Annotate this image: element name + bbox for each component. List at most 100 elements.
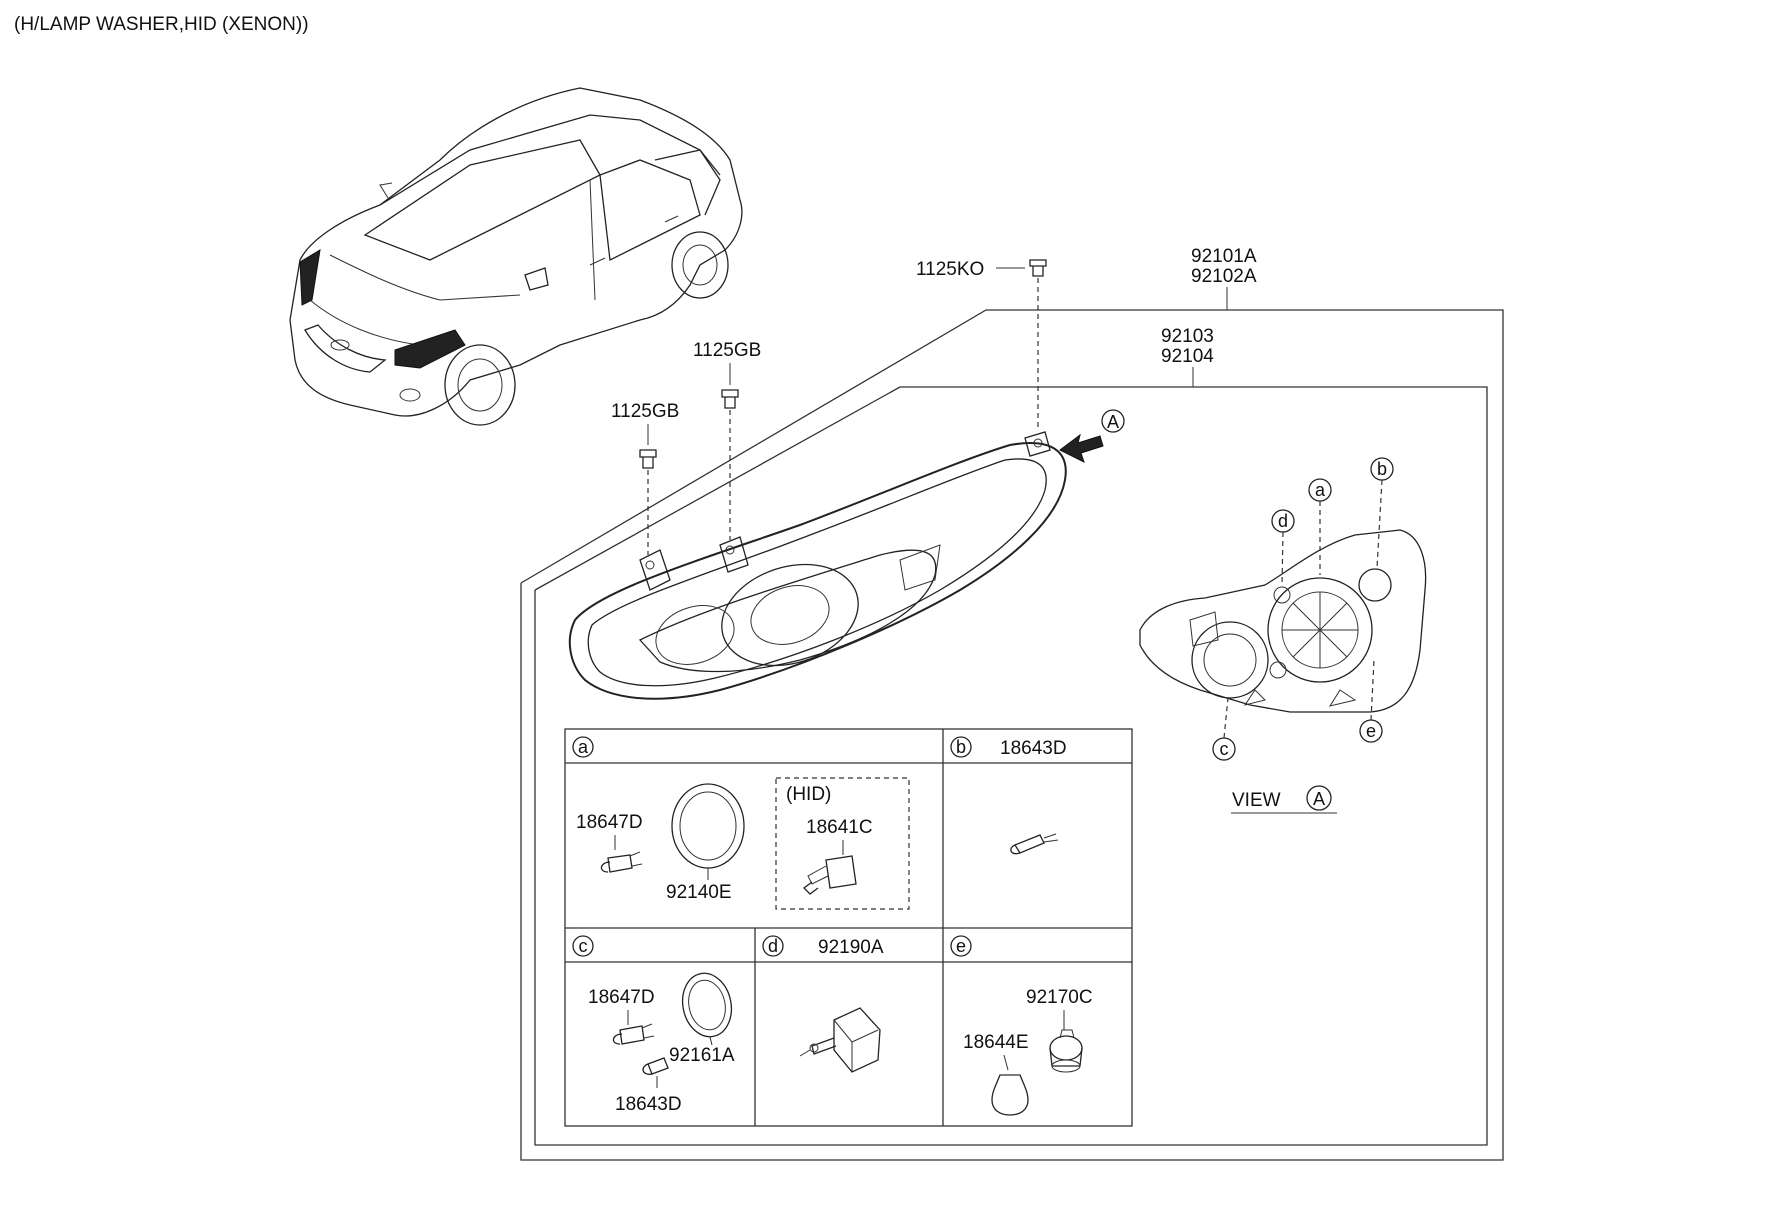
car-side-mirror (524, 267, 549, 291)
rear-socket-left-inner (1203, 633, 1257, 687)
detail-table (564, 728, 1133, 1127)
callout-e-leader (1370, 659, 1375, 721)
callout-d-leader (1281, 531, 1284, 587)
car-door-line (589, 179, 596, 301)
cell-b: b 18643D (950, 736, 1067, 855)
headlamp-assembly (568, 431, 1067, 700)
bulb-h7-a (600, 851, 643, 873)
label-1125ko: 1125KO (916, 259, 984, 280)
cell-a-circle (572, 736, 594, 758)
cell-a: a 18647D 92140E (HID) 18641C (572, 736, 910, 910)
assembly-box-inner-diagonal (534, 386, 901, 591)
label-92190a: 92190A (818, 937, 884, 958)
label-92161a: 92161A (669, 1045, 735, 1066)
mount-hole-left (645, 560, 655, 570)
callout-d: d (1271, 509, 1295, 587)
cell-c: c 18647D 92161A 18643D (572, 935, 735, 1115)
leader-18644e (1003, 1054, 1009, 1071)
callout-e-letter: e (1366, 721, 1376, 741)
bolt-1125ko (1029, 259, 1047, 430)
label-92104: 92104 (1161, 346, 1214, 367)
rear-socket-main-outer (1267, 577, 1373, 683)
bolt-1125gb-top (721, 389, 739, 540)
cell-c-letter: c (579, 936, 588, 956)
view-a-arrow-letter: A (1107, 412, 1119, 432)
headlamp-lens (587, 458, 1047, 687)
view-a-word: VIEW (1232, 790, 1281, 811)
rear-connector (1189, 611, 1219, 647)
rear-clip-right (1328, 689, 1357, 707)
car-rear-wheel-hub (682, 244, 718, 286)
label-92101a: 92101A (1191, 246, 1257, 267)
headlamp-mount-tab-right (1024, 431, 1051, 457)
headlamp-mount-tab-left (639, 549, 671, 591)
arrow-icon (1059, 433, 1104, 463)
assembly-box-inner (534, 386, 1488, 1146)
label-18641c: 18641C (806, 817, 873, 838)
car-windshield (363, 139, 601, 261)
car-hood-line (329, 254, 521, 301)
hid-bulb-18641c (803, 855, 857, 895)
view-a-caption-letter: A (1313, 789, 1325, 809)
callout-a: a (1308, 478, 1332, 575)
label-92140e: 92140E (666, 882, 732, 903)
car-side-window-front (599, 159, 701, 261)
view-a-rear-lamp (1139, 529, 1427, 713)
car-rear-wheel (671, 231, 729, 299)
car-side-window-rear (654, 149, 721, 216)
label-18643d-b: 18643D (1000, 738, 1067, 759)
cell-e: e 92170C 18644E (950, 935, 1093, 1116)
callout-a-letter: a (1315, 480, 1326, 500)
car-fog-lamp (399, 388, 421, 402)
headlamp-projector-ring (721, 563, 859, 667)
callout-d-letter: d (1278, 511, 1288, 531)
headlamp-turn-signal (899, 544, 941, 591)
bulb-h7-c (612, 1023, 655, 1045)
car-illustration (289, 87, 743, 426)
callout-b: b (1370, 457, 1394, 569)
car-logo (330, 339, 350, 351)
rear-socket-d (1273, 586, 1291, 604)
callout-b-letter: b (1377, 459, 1387, 479)
headlamp-low-beam (655, 605, 735, 665)
wedge-bulb-18643d (1010, 833, 1059, 855)
label-18647d-a: 18647D (576, 812, 643, 833)
label-92102a: 92102A (1191, 266, 1257, 287)
headlamp-inner-bezel (638, 549, 937, 673)
callout-b-leader (1376, 479, 1383, 569)
view-a-caption-circle (1306, 785, 1332, 811)
cell-d-circle (762, 935, 784, 957)
label-1125gb-top: 1125GB (693, 340, 761, 361)
car-body-outline (289, 87, 743, 417)
bulb-18644e (991, 1074, 1029, 1116)
socket-92170c (1049, 1029, 1083, 1073)
view-a-arrow-circle (1101, 409, 1125, 433)
headlamp-projector-lens (750, 585, 830, 645)
view-a-arrow: A (1059, 409, 1125, 463)
headlamp-housing-outer (568, 442, 1067, 700)
assembly-box-outer (520, 309, 1504, 1161)
rear-socket-main-ribs (1282, 592, 1358, 668)
label-18643d-c: 18643D (615, 1094, 682, 1115)
cell-a-letter: a (578, 737, 589, 757)
car-front-wheel-hub (457, 358, 503, 412)
callout-c: c (1212, 697, 1236, 761)
car-headlamp-left (299, 249, 321, 306)
rear-socket-b (1358, 568, 1392, 602)
rear-socket-e (1269, 661, 1287, 679)
label-18647d-c: 18647D (588, 987, 655, 1008)
cell-b-circle (950, 736, 972, 758)
label-18644e: 18644E (963, 1032, 1029, 1053)
cell-e-letter: e (956, 936, 966, 956)
cell-e-circle (950, 935, 972, 957)
rear-socket-left-outer (1191, 621, 1269, 699)
car-grille (304, 324, 387, 373)
cell-d: d 92190A (762, 935, 884, 1073)
callout-c-leader (1223, 697, 1229, 739)
label-92103: 92103 (1161, 326, 1214, 347)
view-a-caption: VIEW A (1231, 785, 1337, 814)
leveling-actuator-92190a (799, 1007, 881, 1073)
seal-ring-92161a (681, 972, 733, 1038)
car-door-handle-rear (664, 215, 679, 223)
